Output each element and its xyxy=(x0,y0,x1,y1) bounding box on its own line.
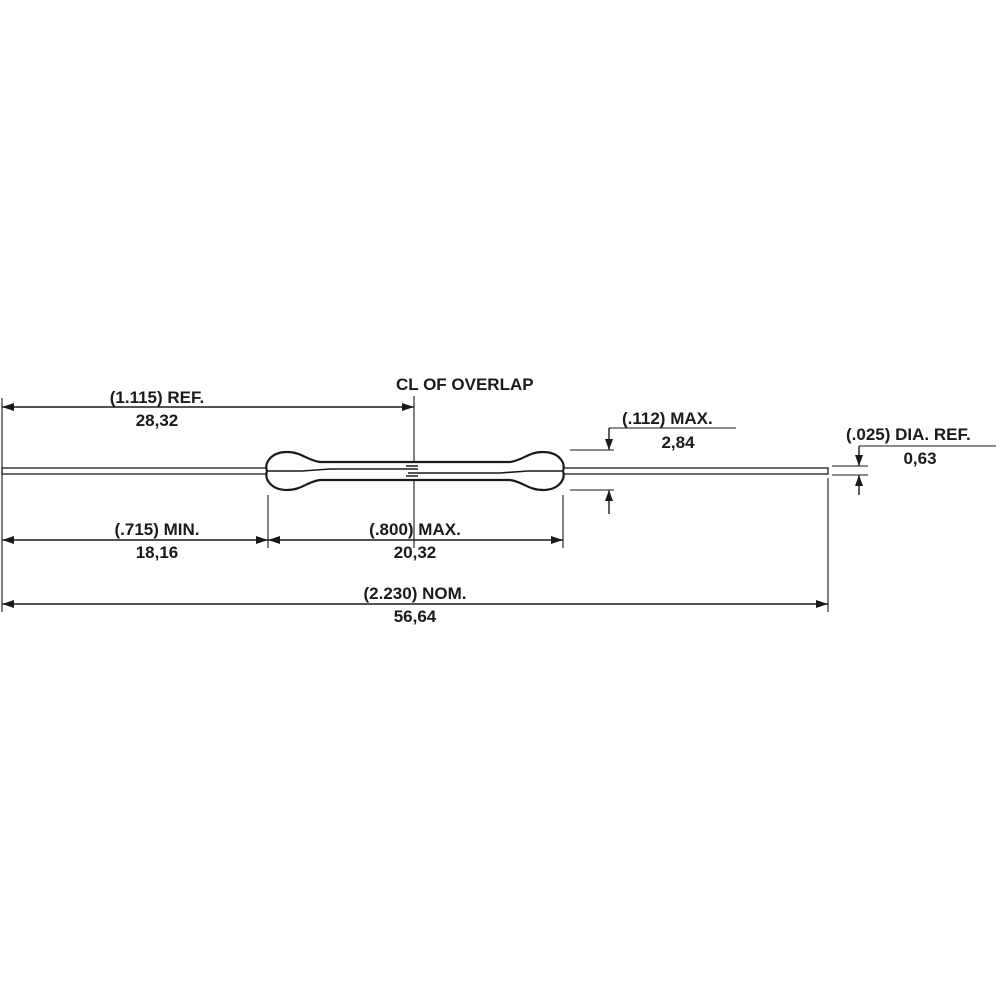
dim-body-max: (.800) MAX. 20,32 xyxy=(268,520,563,562)
dim-lead-min-mm: 18,16 xyxy=(136,543,179,562)
dim-overlap-ref-inch: (1.115) REF. xyxy=(110,388,205,407)
dim-overlap-ref: (1.115) REF. 28,32 xyxy=(2,388,414,430)
centerline-label: CL OF OVERLAP xyxy=(396,375,534,394)
glass-body xyxy=(265,450,565,492)
dim-lead-dia-ref-mm: 0,63 xyxy=(903,449,936,468)
reed-overlap-contact xyxy=(406,465,418,477)
dim-diameter-max-mm: 2,84 xyxy=(661,433,695,452)
dim-body-max-mm: 20,32 xyxy=(394,543,437,562)
left-lead-wire xyxy=(1,467,271,475)
dim-lead-min-inch: (.715) MIN. xyxy=(114,520,199,539)
right-lead-wire xyxy=(559,467,829,475)
dim-body-max-inch: (.800) MAX. xyxy=(369,520,461,539)
dim-diameter-max-inch: (.112) MAX. xyxy=(622,409,713,428)
dim-overall-nom: (2.230) NOM. 56,64 xyxy=(2,584,828,626)
dim-diameter-max: (.112) MAX. 2,84 xyxy=(605,409,736,514)
dim-lead-dia-ref: (.025) DIA. REF. 0,63 xyxy=(846,425,996,495)
dim-lead-min: (.715) MIN. 18,16 xyxy=(2,520,268,562)
left-reed xyxy=(268,468,418,472)
reed-switch-part xyxy=(1,450,829,492)
dim-overall-nom-mm: 56,64 xyxy=(394,607,437,626)
dim-overlap-ref-mm: 28,32 xyxy=(136,411,179,430)
dim-lead-dia-ref-inch: (.025) DIA. REF. xyxy=(846,425,971,444)
right-reed xyxy=(408,470,562,474)
dim-overall-nom-inch: (2.230) NOM. xyxy=(364,584,467,603)
extension-lines xyxy=(1,396,868,612)
